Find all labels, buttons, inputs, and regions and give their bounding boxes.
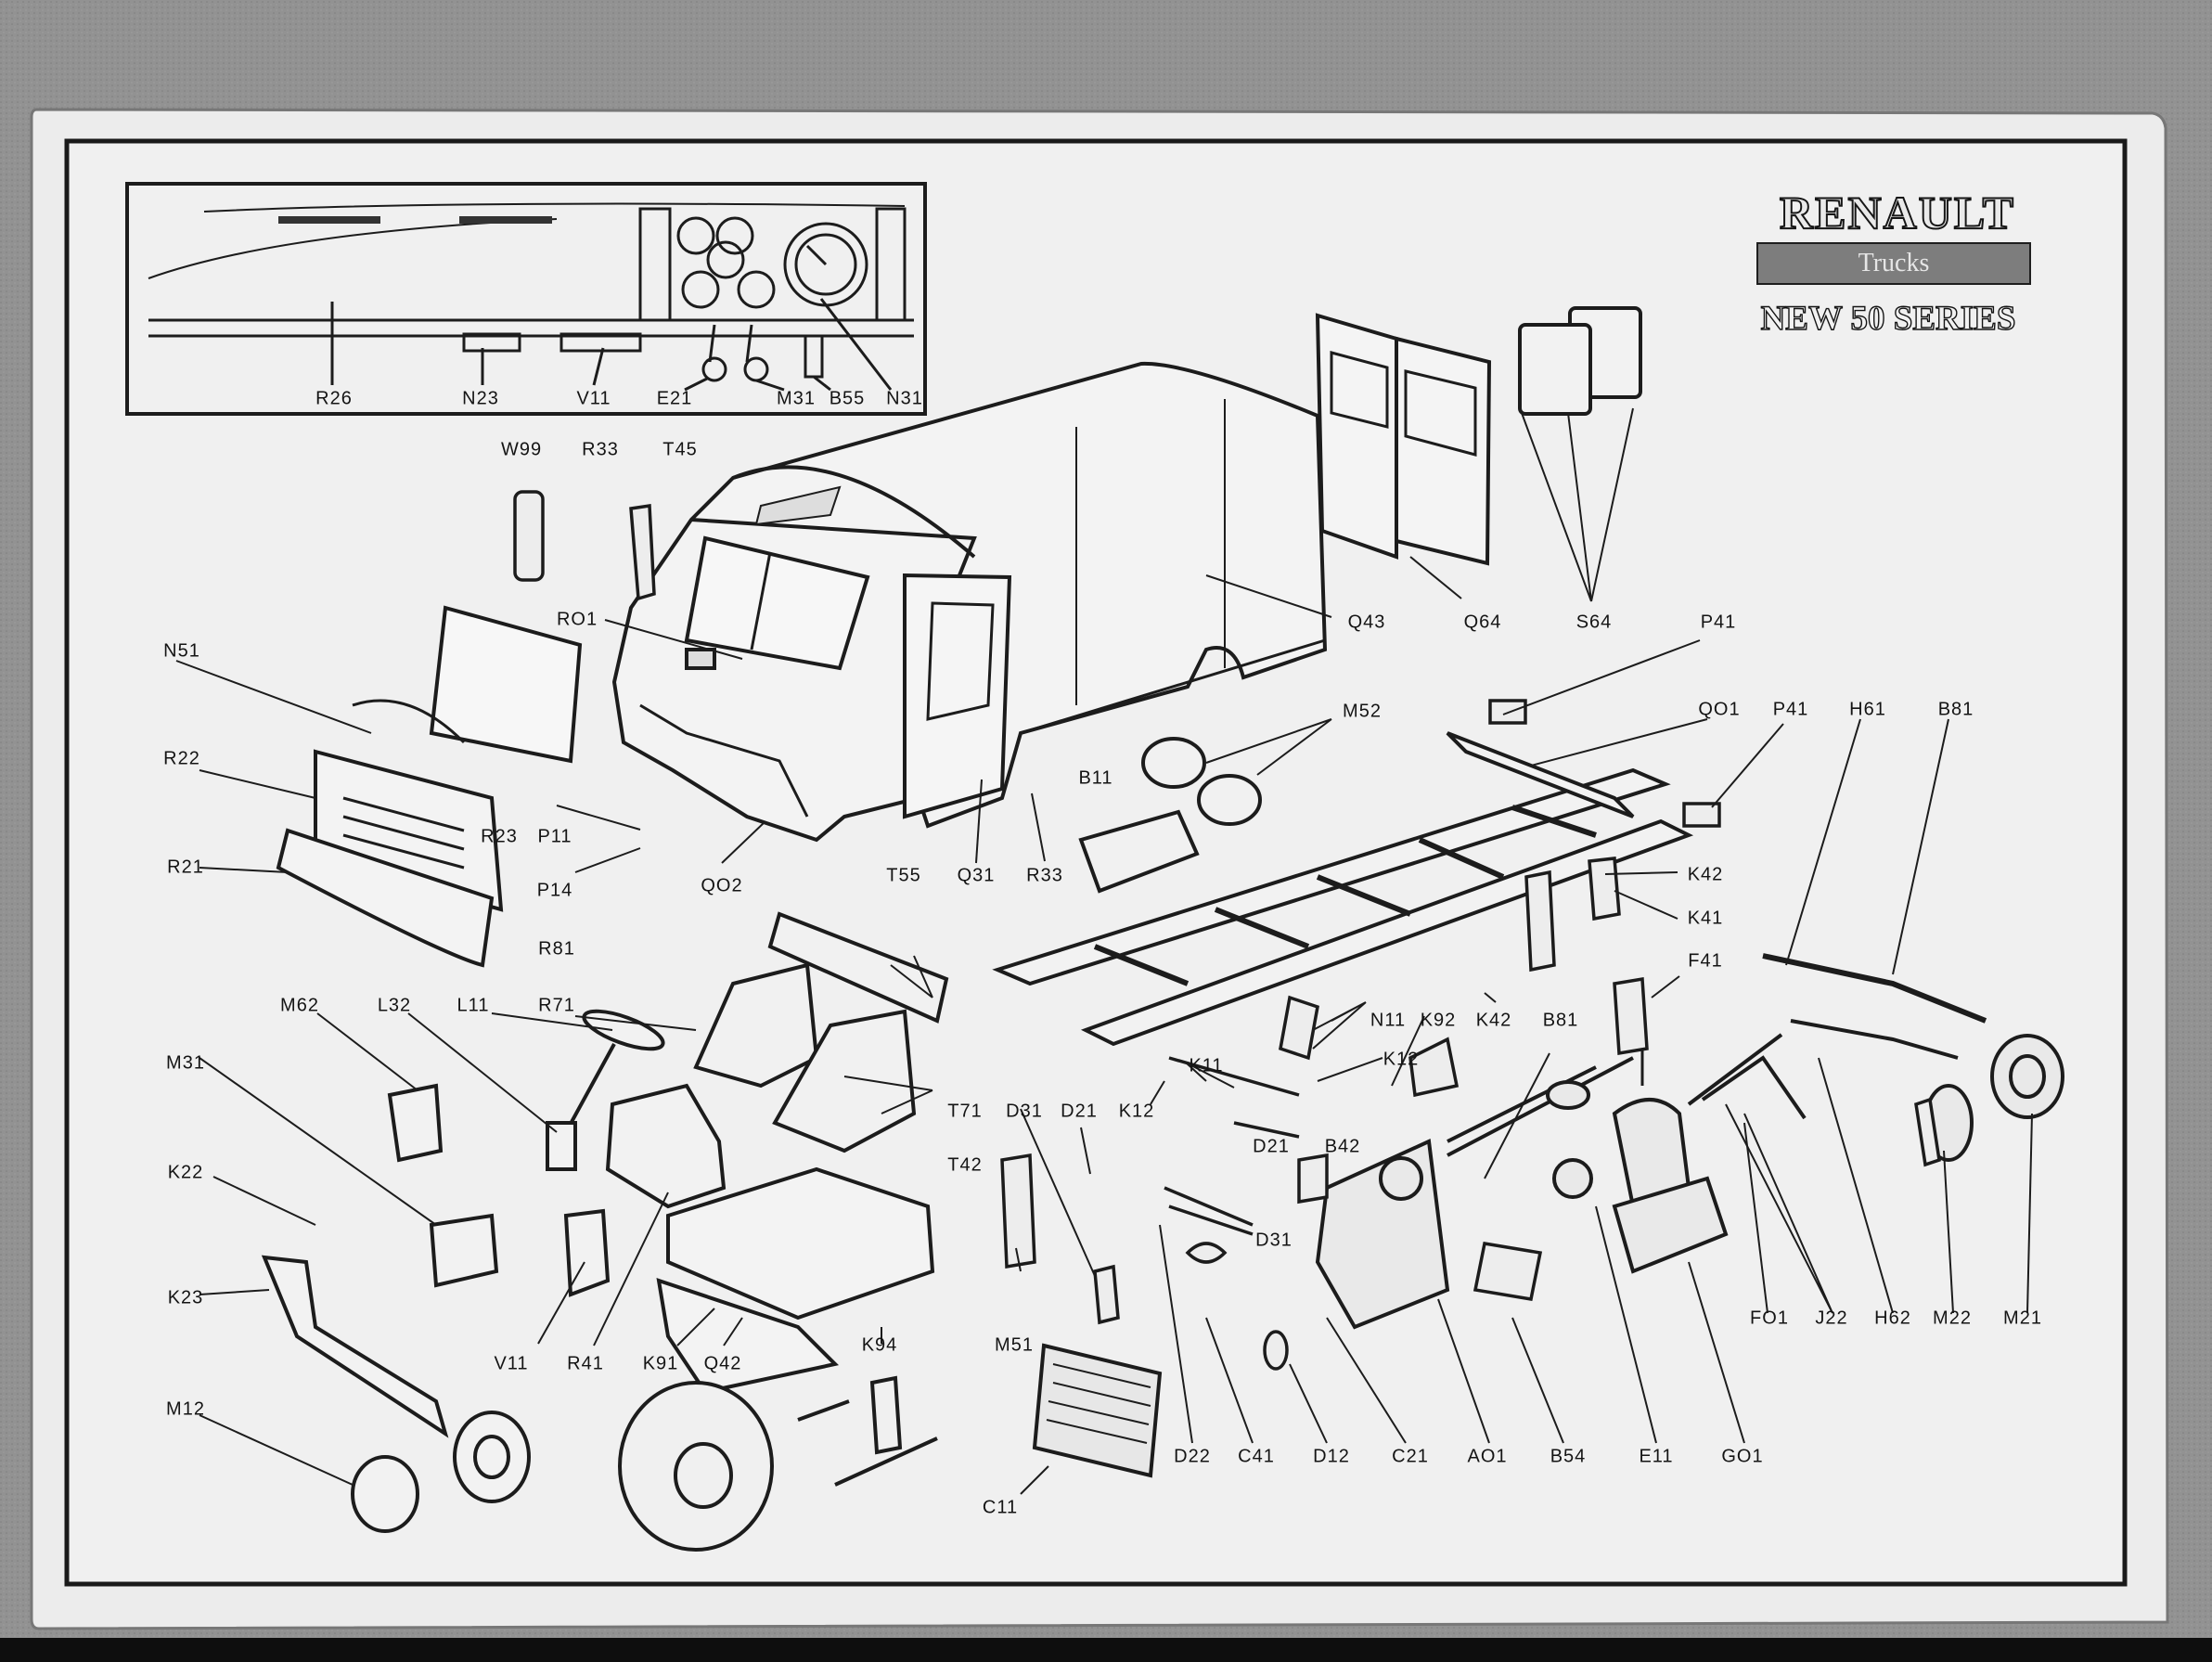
label-qo2: QO2 (701, 875, 743, 896)
label-d21-mid: D21 (1253, 1136, 1290, 1157)
label-h62: H62 (1874, 1308, 1911, 1329)
label-j22: J22 (1815, 1308, 1848, 1329)
floor-mat-lower (656, 1278, 840, 1395)
label-k91: K91 (642, 1353, 679, 1374)
label-go1: GO1 (1721, 1446, 1764, 1467)
cab-and-body (611, 361, 1328, 843)
label-l32: L32 (377, 995, 412, 1016)
label-q42: Q42 (703, 1353, 742, 1374)
label-c41: C41 (1238, 1446, 1275, 1467)
label-e21: E21 (656, 388, 693, 409)
label-k42-right: K42 (1687, 864, 1724, 885)
label-r26: R26 (315, 388, 353, 409)
label-r21: R21 (167, 857, 204, 878)
dashboard-inset (125, 182, 927, 416)
label-c11: C11 (982, 1497, 1019, 1518)
label-p41-top: P41 (1700, 612, 1737, 633)
label-m12: M12 (166, 1398, 205, 1420)
small-parts (513, 490, 1941, 1371)
label-k12-right: K12 (1382, 1049, 1420, 1070)
front-grille (276, 699, 504, 968)
radiator (1032, 1343, 1163, 1478)
label-b81-top: B81 (1937, 699, 1974, 720)
label-k92: K92 (1420, 1010, 1457, 1031)
label-t71: T71 (947, 1101, 983, 1122)
label-b81-mid: B81 (1542, 1010, 1579, 1031)
label-t55: T55 (886, 865, 921, 886)
seats (693, 911, 949, 1153)
label-ro1: RO1 (556, 609, 598, 630)
label-k94: K94 (861, 1334, 898, 1356)
label-b55: B55 (829, 388, 866, 409)
label-r71: R71 (538, 995, 575, 1016)
label-m22: M22 (1933, 1308, 1972, 1329)
label-n31: N31 (886, 388, 923, 409)
label-n51: N51 (163, 640, 200, 662)
label-m51: M51 (995, 1334, 1034, 1356)
label-m31-left: M31 (166, 1052, 205, 1074)
label-k41: K41 (1687, 908, 1724, 929)
label-ao1: AO1 (1467, 1446, 1508, 1467)
label-d12: D12 (1313, 1446, 1350, 1467)
label-fo1: FO1 (1750, 1308, 1789, 1329)
label-m31-dash: M31 (777, 388, 816, 409)
leader-lines (175, 407, 2033, 1495)
label-d31-top: D31 (1006, 1101, 1043, 1122)
label-m62: M62 (280, 995, 319, 1016)
steering-parts (387, 1009, 727, 1297)
floor-mat (666, 1166, 935, 1321)
label-t45: T45 (662, 439, 698, 460)
series-title: NEW 50 SERIES (1760, 299, 2016, 338)
label-k23: K23 (167, 1287, 204, 1308)
windscreen (429, 605, 583, 764)
label-v11: V11 (494, 1353, 529, 1374)
front-axle (261, 1255, 531, 1533)
label-d31-mid: D31 (1255, 1230, 1292, 1251)
label-p11: P11 (537, 826, 572, 847)
mirrors (1518, 306, 1642, 416)
label-n11: N11 (1370, 1010, 1407, 1031)
label-q43: Q43 (1347, 612, 1386, 633)
label-k42-low: K42 (1475, 1010, 1512, 1031)
label-s64: S64 (1575, 612, 1613, 633)
label-d21-top: D21 (1061, 1101, 1098, 1122)
label-b54: B54 (1550, 1446, 1587, 1467)
label-k11: K11 (1189, 1055, 1224, 1076)
label-p14: P14 (536, 880, 573, 901)
label-r33-mid: R33 (1026, 865, 1063, 886)
label-n23: N23 (462, 388, 499, 409)
trucks-banner: Trucks (1756, 242, 2031, 285)
label-p41-right: P41 (1772, 699, 1809, 720)
label-h61: H61 (1849, 699, 1886, 720)
label-qo1: QO1 (1698, 699, 1741, 720)
label-r33-top: R33 (582, 439, 619, 460)
label-f41: F41 (1688, 950, 1723, 972)
tanks (1078, 737, 1262, 894)
label-k22: K22 (167, 1162, 204, 1183)
label-e11: E11 (1639, 1446, 1674, 1467)
label-r81: R81 (538, 938, 575, 960)
label-q64: Q64 (1463, 612, 1502, 633)
label-b42: B42 (1324, 1136, 1361, 1157)
label-m21: M21 (2003, 1308, 2042, 1329)
label-m52: M52 (1343, 701, 1382, 722)
spare-wheel (618, 1375, 938, 1552)
label-v11-dash: V11 (576, 388, 611, 409)
label-b11: B11 (1078, 767, 1113, 789)
renault-logo: RENAULT (1779, 187, 2015, 238)
label-t42: T42 (947, 1154, 983, 1176)
rear-doors (1315, 313, 1492, 566)
label-q31: Q31 (957, 865, 996, 886)
label-r41: R41 (567, 1353, 604, 1374)
label-k12-left: K12 (1118, 1101, 1155, 1122)
label-w99: W99 (500, 439, 543, 460)
label-d22: D22 (1174, 1446, 1211, 1467)
label-r23: R23 (481, 826, 518, 847)
label-c21: C21 (1392, 1446, 1429, 1467)
label-r22: R22 (163, 748, 200, 769)
label-l11: L11 (457, 995, 490, 1016)
